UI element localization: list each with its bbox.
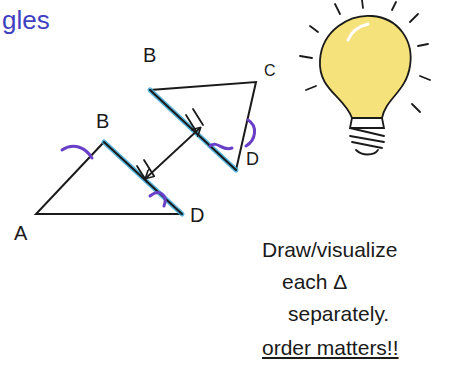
note-text: each Δ <box>282 270 347 293</box>
vertex-label: D <box>190 204 204 226</box>
note-text: separately. <box>288 302 389 325</box>
correspondence-arrow <box>146 128 200 178</box>
vertex-label: B <box>96 110 109 132</box>
lightbulb-icon <box>300 0 430 155</box>
vertex-label: C <box>264 62 276 80</box>
note-text: order matters!! <box>262 336 399 359</box>
triangle-bcd <box>150 82 256 170</box>
vertex-label: B <box>143 44 156 66</box>
vertex-label: A <box>14 222 27 244</box>
vertex-label: D <box>246 150 259 170</box>
note-text: Draw/visualize <box>262 238 397 261</box>
heading-fragment: gles <box>2 6 50 35</box>
triangle-bad <box>36 142 182 214</box>
